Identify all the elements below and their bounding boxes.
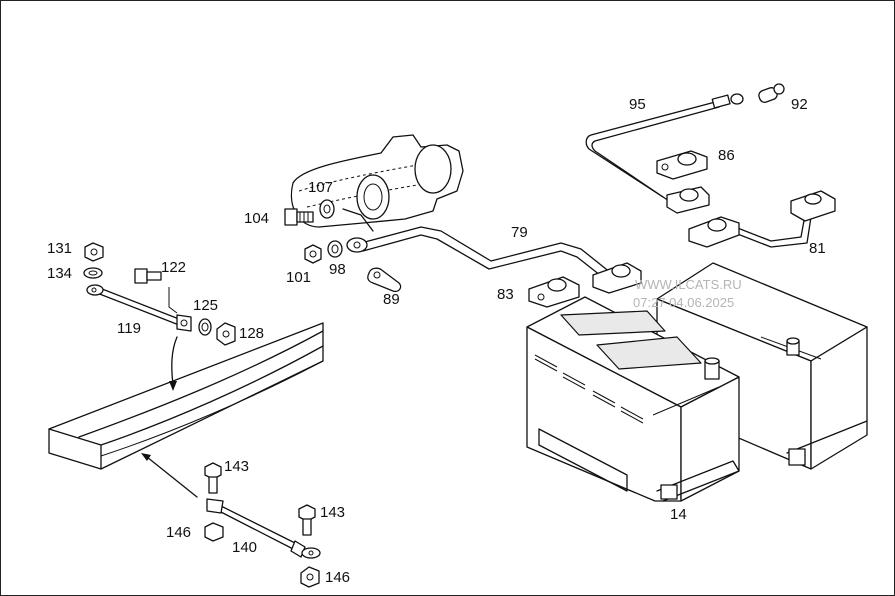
bolt-104 [284, 208, 314, 226]
label-79: 79 [511, 224, 528, 241]
label-101: 101 [286, 269, 311, 286]
bolt-143b [298, 504, 316, 536]
washer-107 [319, 199, 335, 219]
label-104: 104 [244, 210, 269, 227]
watermark-line1: WWW.ILCATS.RU [635, 277, 742, 292]
label-131: 131 [47, 240, 72, 257]
terminal-86 [656, 150, 708, 180]
label-140: 140 [232, 539, 257, 556]
nut-101 [304, 244, 322, 264]
starter-motor [290, 134, 464, 232]
label-95: 95 [629, 96, 646, 113]
terminal-79-clamp [592, 262, 642, 294]
watermark-line2: 07:27 04.06.2025 [633, 295, 734, 310]
label-128: 128 [239, 325, 264, 342]
label-107: 107 [308, 179, 333, 196]
label-122: 122 [161, 259, 186, 276]
label-92: 92 [791, 96, 808, 113]
cable-79 [346, 226, 612, 280]
label-83: 83 [497, 286, 514, 303]
washer-134 [83, 267, 103, 279]
bolt-122 [134, 268, 178, 314]
label-125: 125 [193, 297, 218, 314]
label-134: 134 [47, 265, 72, 282]
nut-146a [204, 522, 224, 542]
label-146b: 146 [325, 569, 350, 586]
nut-146b [300, 566, 320, 588]
nut-131 [84, 242, 104, 262]
strap-140 [206, 498, 321, 559]
frame-rail [48, 322, 324, 470]
label-98: 98 [329, 261, 346, 278]
label-14: 14 [670, 506, 687, 523]
label-89: 89 [383, 291, 400, 308]
washer-98 [327, 240, 343, 258]
nut-128 [216, 322, 236, 346]
label-119: 119 [117, 320, 141, 337]
terminal-cable-end [666, 186, 710, 214]
cable-95 [585, 93, 744, 202]
label-143a: 143 [224, 458, 249, 475]
arrow-119-to-frame [169, 336, 178, 391]
arrow-140-to-frame [141, 453, 198, 498]
strap-119 [86, 284, 192, 332]
label-146a: 146 [166, 524, 191, 541]
washer-125 [198, 318, 212, 336]
terminal-83 [528, 276, 580, 308]
battery-14 [526, 296, 740, 502]
bolt-143a [204, 462, 222, 494]
label-81: 81 [809, 240, 826, 257]
label-86: 86 [718, 147, 735, 164]
lug-89 [367, 267, 402, 293]
lug-92 [758, 83, 785, 103]
cable-81 [688, 190, 836, 248]
label-143b: 143 [320, 504, 345, 521]
